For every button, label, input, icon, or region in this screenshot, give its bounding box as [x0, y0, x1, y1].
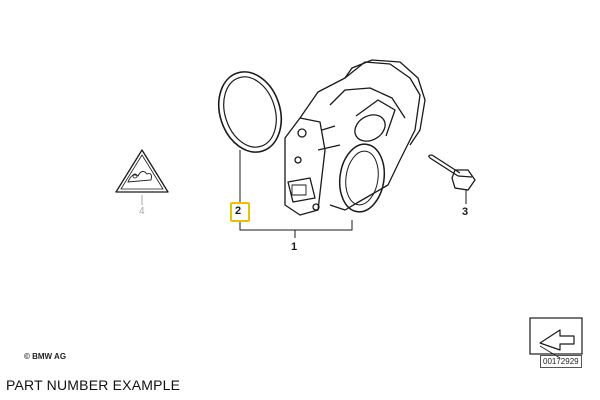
callout-lines	[239, 150, 467, 238]
throttle-housing[interactable]	[284, 59, 426, 216]
callout-part-4[interactable]: 4	[139, 206, 145, 217]
callout-part-1[interactable]: 1	[291, 241, 298, 253]
copyright-label: © BMW AG	[24, 352, 67, 361]
warning-triangle-icon[interactable]	[115, 149, 169, 193]
o-ring-gasket[interactable]	[209, 64, 291, 161]
callout-part-2[interactable]: 2	[235, 205, 242, 217]
page-caption: PART NUMBER EXAMPLE	[6, 377, 181, 393]
callout-part-3[interactable]: 3	[462, 206, 469, 218]
orientation-arrow-icon	[529, 317, 583, 359]
diagram-id-label: 00172929	[540, 355, 582, 368]
hex-bolt[interactable]	[428, 154, 476, 191]
part-2-highlight	[230, 202, 250, 222]
parts-diagram: 2 1 3 4	[115, 59, 583, 359]
